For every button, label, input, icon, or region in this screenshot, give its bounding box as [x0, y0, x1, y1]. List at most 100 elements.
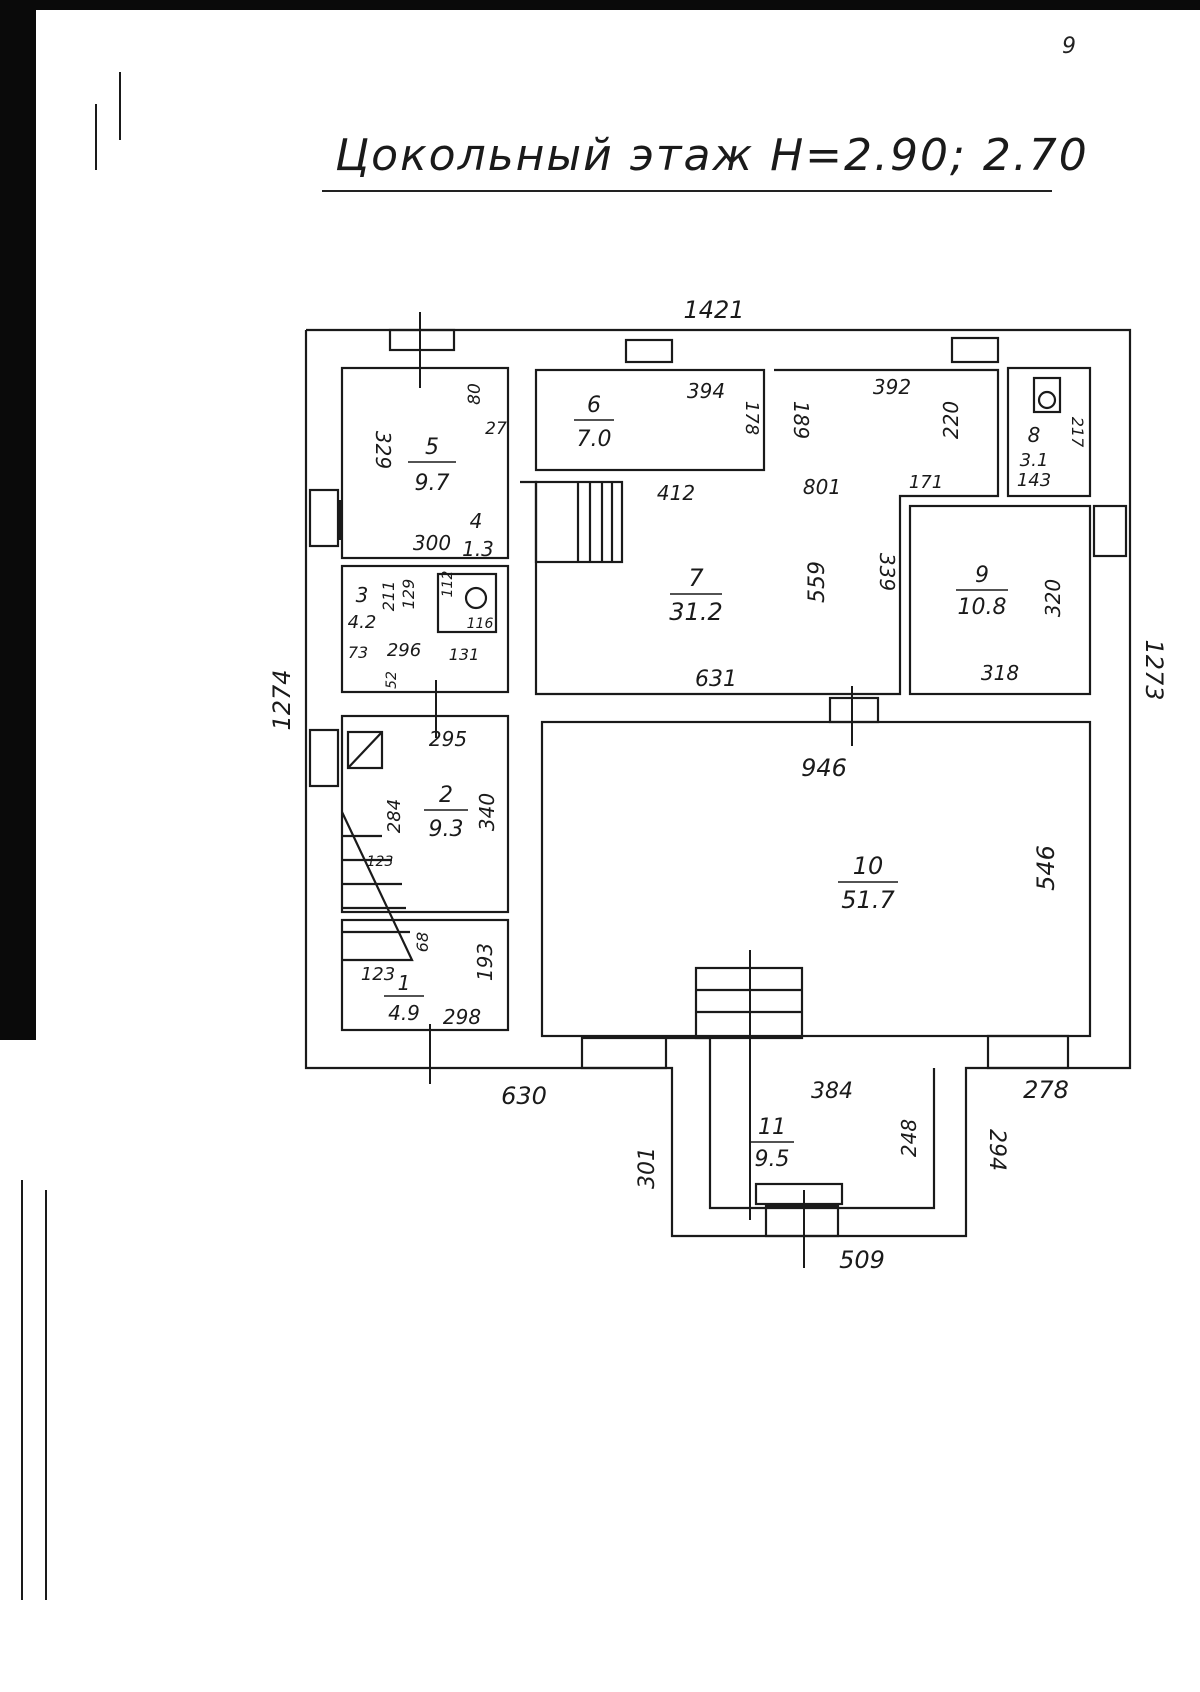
dim-r1-68: 68 [413, 932, 432, 952]
door [828, 696, 880, 724]
dim-r6-height: 178 [741, 401, 762, 435]
room-11-area: 9.5 [755, 1147, 790, 1172]
room-10-area: 51.7 [841, 886, 895, 914]
room-1-number: 1 [398, 971, 411, 995]
room-8-number: 8 [1028, 423, 1041, 447]
dim-r1-123: 123 [361, 964, 395, 985]
dim-r7-220: 220 [939, 401, 963, 439]
room-4-area: 1.3 [462, 537, 494, 561]
dim-r3-211: 211 [379, 581, 398, 612]
room-9-walls [908, 504, 1092, 696]
dim-r11-384: 384 [811, 1079, 853, 1104]
dim-overall-right: 1273 [1140, 639, 1168, 700]
room-8-area: 3.1 [1020, 450, 1049, 471]
room-5-area: 9.7 [415, 471, 450, 496]
dim-r3-52: 52 [384, 671, 400, 689]
dim-annex-bottom: 509 [839, 1246, 885, 1274]
scan-border-left [0, 0, 36, 1040]
stove [346, 730, 384, 770]
dim-annex-left: 301 [635, 1147, 660, 1189]
dim-r6-width: 394 [687, 379, 725, 403]
dim-r7-801: 801 [803, 475, 841, 499]
dim-r5-width: 300 [413, 531, 451, 555]
room-3-walls [340, 564, 510, 694]
room-7-number: 7 [688, 564, 704, 592]
page-number: 9 [1062, 34, 1076, 59]
annex-steps [754, 1182, 844, 1206]
dim-r7-339: 339 [875, 553, 899, 591]
stair-left [341, 811, 414, 962]
dim-r8-143: 143 [1017, 470, 1051, 491]
room-3-area: 4.2 [348, 612, 377, 633]
scan-border-top [0, 0, 1200, 10]
page-title: Цокольный этаж H=2.90; 2.70 [335, 130, 1089, 181]
window [950, 336, 1000, 364]
room-10-number: 10 [853, 852, 884, 880]
window [986, 1034, 1070, 1070]
room-6-number: 6 [587, 393, 601, 418]
title-underline [322, 190, 1052, 192]
room-1-area: 4.9 [388, 1001, 420, 1025]
dim-r9-height: 320 [1041, 579, 1065, 617]
room-6-area: 7.0 [577, 427, 612, 452]
dim-bottom-left: 630 [501, 1082, 547, 1110]
dim-r1-193: 193 [473, 943, 497, 981]
annex-steps-lower [764, 1204, 840, 1238]
outer-wall [304, 328, 1132, 1238]
window [580, 1036, 668, 1070]
room-2-area: 9.3 [429, 817, 464, 842]
window [308, 488, 340, 548]
dim-r11-248: 248 [897, 1119, 921, 1157]
dim-r7-width: 631 [695, 667, 737, 692]
dim-r7-height: 559 [805, 561, 830, 603]
window [388, 328, 456, 352]
room-6-walls [534, 368, 766, 472]
dim-r2-284: 284 [384, 799, 405, 833]
room-2-number: 2 [439, 783, 453, 808]
room-11-number: 11 [758, 1115, 786, 1140]
window [624, 338, 674, 364]
dim-r3-131: 131 [449, 645, 480, 664]
dim-r3-129: 129 [399, 579, 418, 610]
room-5-number: 5 [425, 435, 439, 460]
dim-r5-height: 329 [371, 431, 395, 469]
window [308, 728, 340, 788]
dim-r1-298: 298 [443, 1005, 481, 1029]
room-8-walls [1006, 366, 1092, 498]
dim-r8-217: 217 [1068, 417, 1087, 448]
room-7-area: 31.2 [669, 598, 722, 626]
room-9-area: 10.8 [958, 595, 1007, 620]
room-3-number: 3 [356, 583, 369, 607]
dim-r7-392: 392 [873, 375, 911, 399]
dim-r5-80: 80 [465, 383, 485, 405]
dim-r2-295: 295 [429, 727, 467, 751]
annex-inner-wall [666, 1036, 936, 1210]
toilet-fixture [464, 586, 488, 610]
dim-bottom-right: 278 [1023, 1076, 1069, 1104]
dim-r3-116: 116 [467, 616, 494, 632]
dim-r2-340: 340 [475, 793, 499, 831]
dim-r9-width: 318 [981, 661, 1019, 685]
dim-annex-right: 294 [984, 1129, 1009, 1171]
dim-r3-296: 296 [387, 640, 421, 661]
room-10-walls [540, 720, 1092, 1038]
room-1-walls [340, 918, 510, 1032]
room-4-number: 4 [470, 509, 483, 533]
dim-r10-546: 546 [1032, 845, 1060, 891]
room-5-walls [340, 366, 510, 560]
dim-r10-946: 946 [801, 754, 847, 782]
dim-r7-412: 412 [657, 481, 695, 505]
fixture-box [436, 572, 498, 634]
room-8-toilet [1032, 376, 1062, 414]
dim-overall-left: 1274 [268, 669, 296, 730]
room-9-number: 9 [975, 563, 989, 588]
dim-r3-73: 73 [348, 643, 368, 662]
window [1092, 504, 1128, 558]
dim-r3-112: 112 [440, 571, 456, 598]
dim-r7-189: 189 [789, 401, 813, 439]
dim-r2-123: 123 [367, 854, 394, 870]
dim-r5-27: 27 [485, 419, 507, 439]
dim-r7-171: 171 [909, 472, 943, 493]
dim-overall-top: 1421 [683, 296, 744, 324]
